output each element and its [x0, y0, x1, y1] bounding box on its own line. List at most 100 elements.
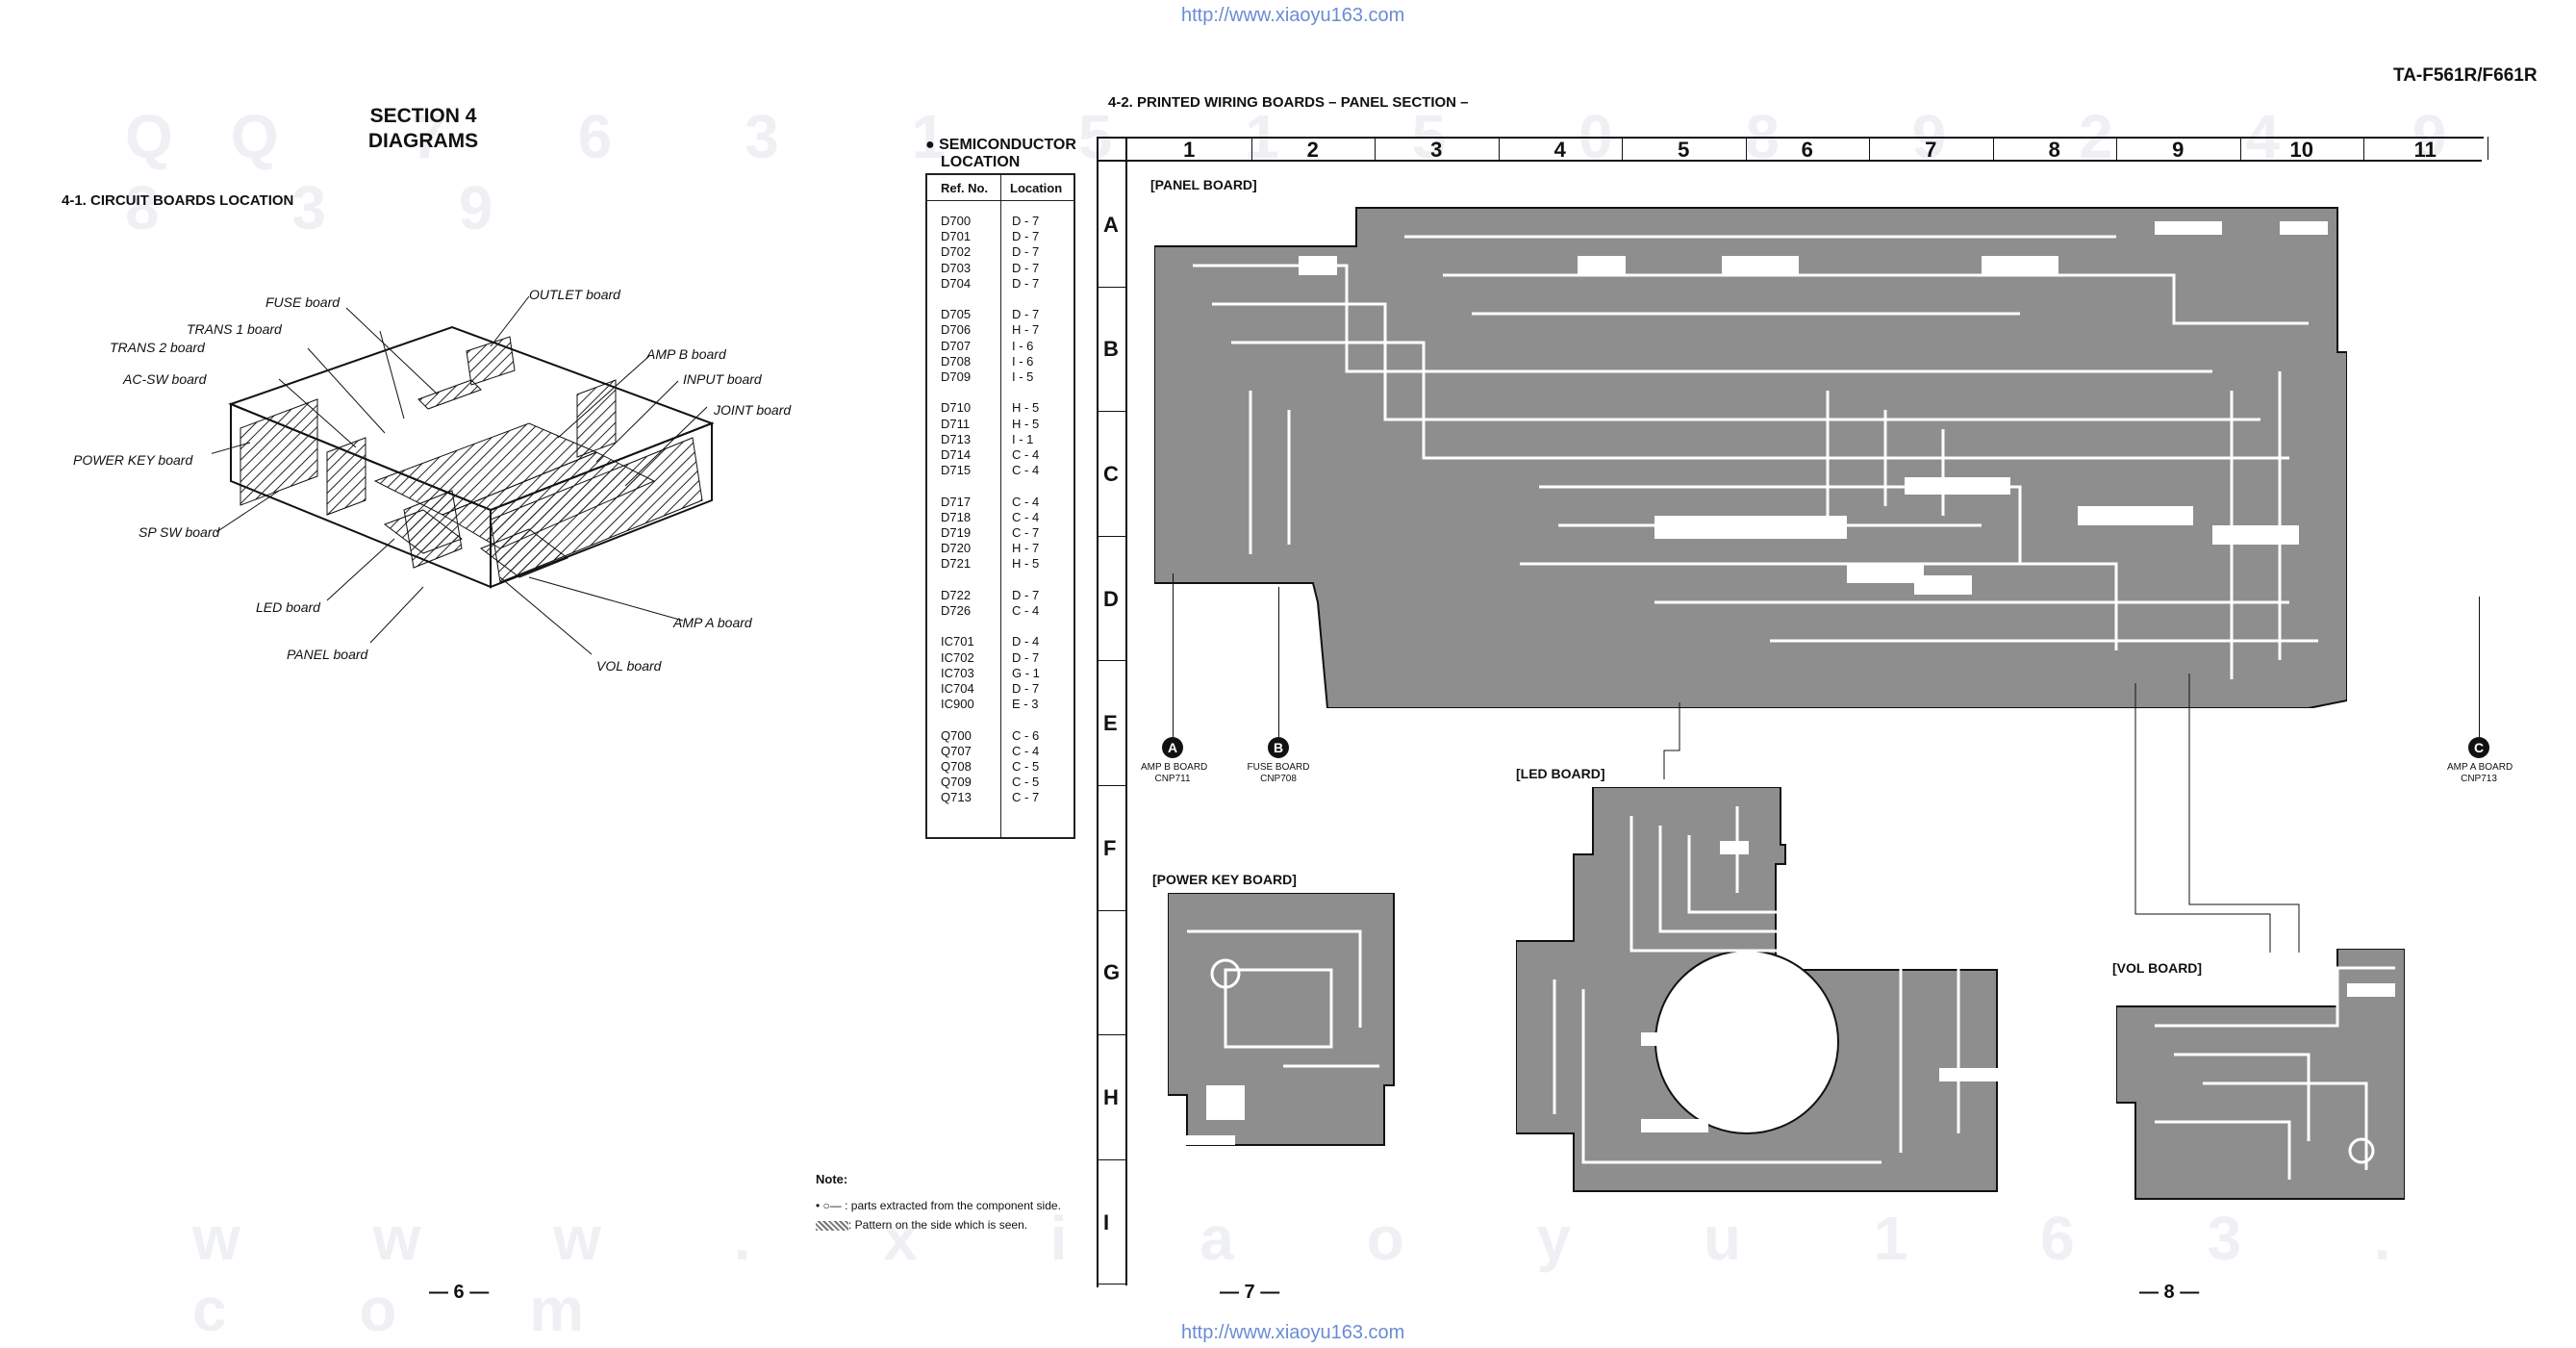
connector-wire-b	[1278, 587, 1279, 737]
grid-col-label: 3	[1430, 138, 1443, 162]
ref-no: IC704	[941, 681, 974, 696]
connector-b-marker: B	[1268, 737, 1289, 758]
ref-no: D706	[941, 322, 972, 338]
ref-no: D721	[941, 556, 972, 572]
grid-col-tick	[2239, 137, 2241, 160]
ref-no: D703	[941, 260, 972, 275]
grid-row-tick	[1097, 286, 1125, 288]
grid-col-tick	[2116, 137, 2117, 160]
grid-row-label: A	[1103, 212, 1119, 237]
location: D - 7	[1012, 681, 1040, 696]
location: D - 7	[1012, 587, 1040, 602]
ref-no: D710	[941, 400, 972, 416]
grid-col-label: 11	[2413, 138, 2437, 162]
led-board-label: [LED BOARD]	[1516, 766, 1605, 781]
label-input-board: INPUT board	[683, 371, 762, 387]
grid-row-label: E	[1103, 711, 1118, 736]
panel-board-pcb	[1154, 207, 2347, 708]
grid-col-label: 10	[2289, 138, 2313, 162]
col-ref-no: Ref. No.	[941, 181, 989, 195]
location: C - 4	[1012, 447, 1040, 462]
grid-row-label: G	[1103, 960, 1121, 985]
grid-col-tick	[1992, 137, 1994, 160]
grid-row-tick	[1097, 411, 1125, 413]
page-number-8: — 8 —	[2139, 1282, 2200, 1303]
location: D - 7	[1012, 244, 1040, 260]
grid-row-ruler	[1125, 137, 1127, 1285]
note-pattern-side: : Pattern on the side which is seen.	[816, 1218, 1027, 1232]
connector-c-marker: C	[2468, 737, 2489, 758]
label-outlet-board: OUTLET board	[529, 287, 620, 302]
ref-no: D722	[941, 587, 972, 602]
location: C - 5	[1012, 759, 1040, 774]
label-led-board: LED board	[256, 599, 320, 615]
location: C - 4	[1012, 463, 1040, 478]
ref-no: D713	[941, 431, 972, 446]
grid-col-label: 9	[2172, 138, 2185, 162]
site-url-bottom[interactable]: http://www.xiaoyu163.com	[1181, 1322, 1405, 1343]
location: C - 7	[1012, 790, 1040, 805]
semiconductor-title: ● SEMICONDUCTOR LOCATION	[925, 137, 1076, 170]
ref-no: D720	[941, 541, 972, 556]
bullet-icon: ●	[925, 137, 940, 153]
led-board-pcb	[1516, 787, 2016, 1192]
location: H - 5	[1012, 556, 1040, 572]
location: C - 4	[1012, 743, 1040, 758]
grid-col-label: 8	[2048, 138, 2060, 162]
location: C - 4	[1012, 603, 1040, 618]
ref-no: Q700	[941, 727, 972, 743]
watermark-row: w w w . x i a o y u 1 6 3 . c o m	[192, 1204, 2449, 1344]
table-row: D721 H - 5	[941, 556, 1039, 572]
location: H - 5	[1012, 400, 1040, 416]
grid-col-tick	[1622, 137, 1623, 160]
grid-row-label: H	[1103, 1085, 1119, 1109]
table-row: D710 H - 5	[941, 400, 1039, 416]
ref-no: Q707	[941, 743, 972, 758]
grid-col-tick	[1498, 137, 1500, 160]
location: I - 5	[1012, 369, 1034, 384]
label-panel-board: PANEL board	[287, 647, 368, 662]
connector-wire-a	[1173, 573, 1174, 737]
grid-col-tick	[1375, 137, 1376, 160]
vol-board-pcb	[2116, 949, 2405, 1200]
ref-no: D714	[941, 447, 972, 462]
table-row: D707 I - 6	[941, 338, 1033, 353]
powerkey-board-label: [POWER KEY BOARD]	[1152, 872, 1297, 887]
label-acsw-board: AC-SW board	[123, 371, 207, 387]
location: I - 6	[1012, 338, 1034, 353]
grid-row-tick	[1097, 1158, 1125, 1160]
location: H - 7	[1012, 322, 1040, 338]
note-component-side: • ○— : parts extracted from the componen…	[816, 1199, 1061, 1212]
label-joint-board: JOINT board	[714, 402, 792, 418]
col-location: Location	[1010, 181, 1063, 195]
ref-no: D719	[941, 525, 972, 540]
table-row: D722 D - 7	[941, 587, 1039, 602]
site-url-top[interactable]: http://www.xiaoyu163.com	[1181, 5, 1405, 26]
label-fuse-board: FUSE board	[265, 294, 341, 310]
location: C - 6	[1012, 727, 1040, 743]
ref-no: D704	[941, 275, 972, 291]
ref-no: IC702	[941, 649, 974, 665]
table-divider	[1000, 175, 1001, 837]
grid-row-label: B	[1103, 337, 1119, 362]
label-spsw-board: SP SW board	[139, 524, 220, 540]
grid-row-label: C	[1103, 462, 1119, 486]
ref-no: D707	[941, 338, 972, 353]
location: I - 6	[1012, 353, 1034, 369]
ref-no: D708	[941, 353, 972, 369]
